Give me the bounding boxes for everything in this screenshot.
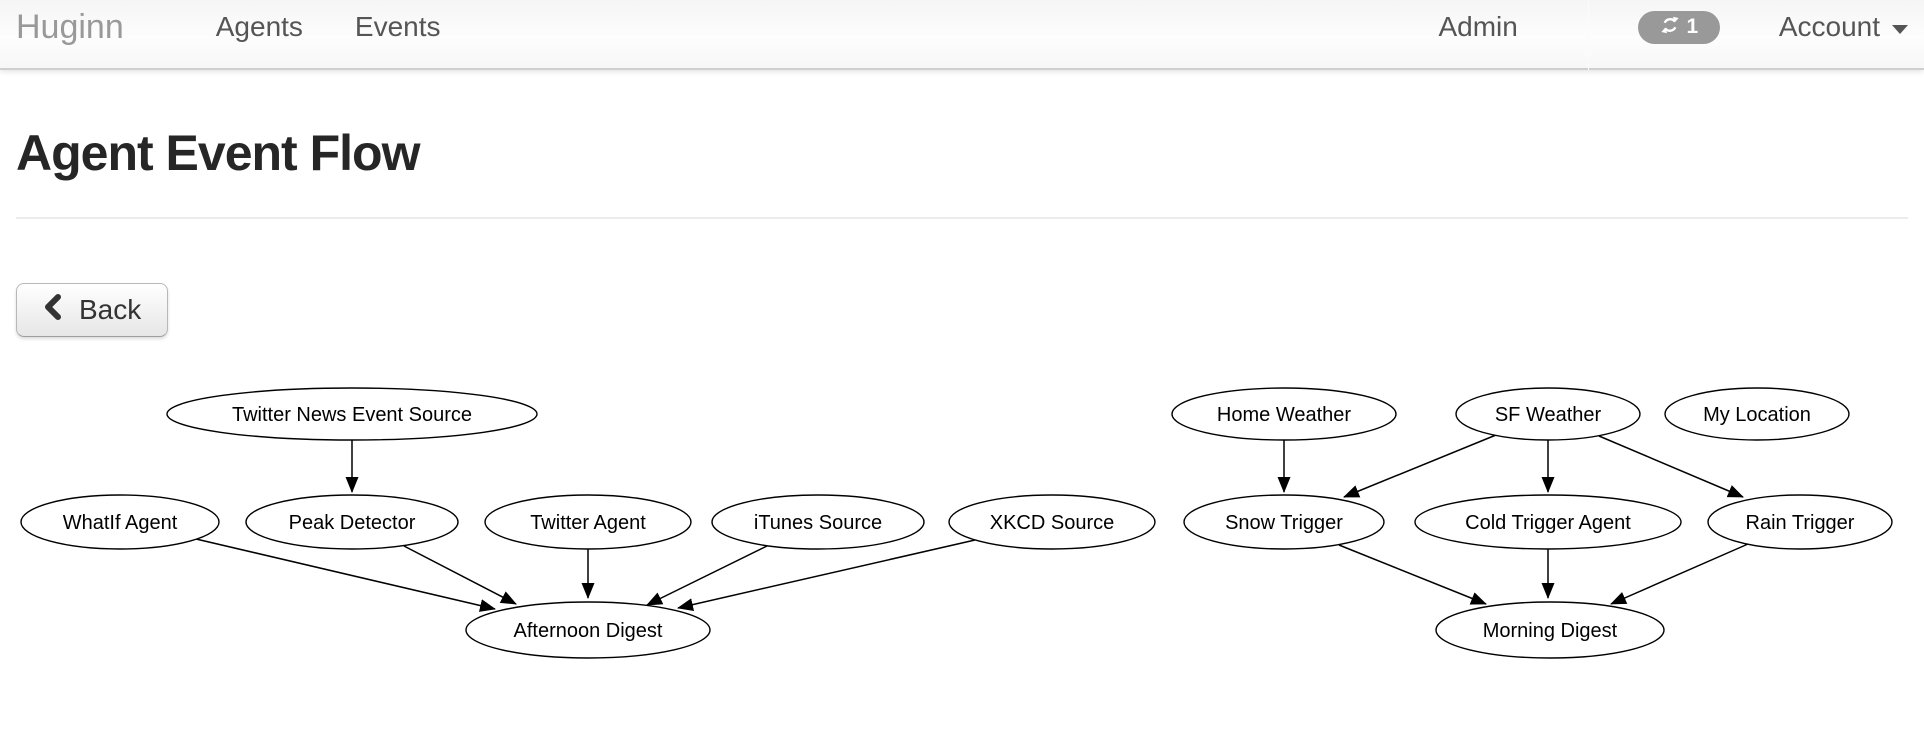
nav-item-admin[interactable]: Admin bbox=[1438, 11, 1518, 42]
navbar: Huginn Agents Events Admin bbox=[0, 0, 1924, 70]
edge-xkcd-to-afternoon-digest bbox=[677, 539, 976, 611]
jobs-badge[interactable]: 1 bbox=[1637, 10, 1720, 44]
node-label: iTunes Source bbox=[754, 512, 882, 534]
graph-node-sf-weather: SF Weather bbox=[1455, 387, 1641, 441]
title-divider bbox=[16, 217, 1908, 219]
account-label: Account bbox=[1778, 11, 1880, 42]
graph-edges bbox=[195, 434, 1749, 612]
node-label: Morning Digest bbox=[1483, 620, 1618, 642]
node-label: XKCD Source bbox=[990, 512, 1115, 534]
node-label: Rain Trigger bbox=[1746, 512, 1855, 534]
graph-node-snow-trigger: Snow Trigger bbox=[1183, 494, 1385, 550]
agent-event-flow-graph: Twitter News Event Source WhatIf Agent P… bbox=[0, 372, 1924, 687]
edge-itunes-to-afternoon-digest bbox=[646, 545, 768, 606]
graph-node-cold-trigger-agent: Cold Trigger Agent bbox=[1414, 494, 1682, 550]
chevron-left-icon bbox=[43, 293, 65, 327]
account-dropdown[interactable]: Account bbox=[1779, 7, 1908, 47]
main-nav: Agents Events bbox=[216, 7, 441, 47]
graph-node-home-weather: Home Weather bbox=[1171, 387, 1397, 441]
node-label: WhatIf Agent bbox=[63, 512, 178, 534]
graph-node-my-location: My Location bbox=[1664, 387, 1850, 441]
refresh-icon bbox=[1659, 14, 1681, 41]
edge-sf-weather-to-snow-trigger bbox=[1343, 434, 1497, 498]
nav-item-events[interactable]: Events bbox=[354, 11, 441, 42]
page-title: Agent Event Flow bbox=[16, 125, 420, 181]
edge-rain-trigger-to-morning-digest bbox=[1610, 543, 1749, 605]
brand-huginn[interactable]: Huginn bbox=[16, 8, 124, 46]
graph-node-afternoon-digest: Afternoon Digest bbox=[465, 601, 711, 659]
graph-node-peak-detector: Peak Detector bbox=[245, 494, 459, 550]
nav-item-agents[interactable]: Agents bbox=[215, 11, 303, 42]
node-label: SF Weather bbox=[1495, 404, 1602, 426]
graph-node-whatif-agent: WhatIf Agent bbox=[20, 494, 220, 550]
edge-whatif-to-afternoon-digest bbox=[195, 538, 496, 612]
graph-node-twitter-news-event-source: Twitter News Event Source bbox=[166, 387, 538, 441]
graph-node-rain-trigger: Rain Trigger bbox=[1707, 494, 1893, 550]
back-button-label: Back bbox=[79, 294, 142, 325]
navbar-divider bbox=[1587, 0, 1589, 70]
node-label: Afternoon Digest bbox=[514, 620, 663, 642]
node-label: My Location bbox=[1703, 404, 1811, 426]
node-label: Home Weather bbox=[1217, 404, 1351, 426]
graph-node-xkcd-source: XKCD Source bbox=[948, 494, 1156, 550]
graph-node-morning-digest: Morning Digest bbox=[1435, 601, 1665, 659]
node-label: Peak Detector bbox=[289, 512, 416, 534]
edge-snow-trigger-to-morning-digest bbox=[1338, 544, 1487, 605]
graph-node-twitter-agent: Twitter Agent bbox=[484, 494, 692, 550]
graph-node-itunes-source: iTunes Source bbox=[711, 494, 925, 550]
edge-sf-weather-to-rain-trigger bbox=[1598, 435, 1744, 498]
back-button[interactable]: Back bbox=[16, 283, 169, 337]
edge-peak-detector-to-afternoon-digest bbox=[403, 545, 517, 605]
node-label: Snow Trigger bbox=[1225, 512, 1343, 534]
node-label: Twitter News Event Source bbox=[232, 404, 472, 426]
jobs-count: 1 bbox=[1686, 15, 1699, 38]
node-label: Twitter Agent bbox=[530, 512, 646, 534]
caret-down-icon bbox=[1892, 24, 1908, 34]
node-label: Cold Trigger Agent bbox=[1465, 512, 1631, 534]
